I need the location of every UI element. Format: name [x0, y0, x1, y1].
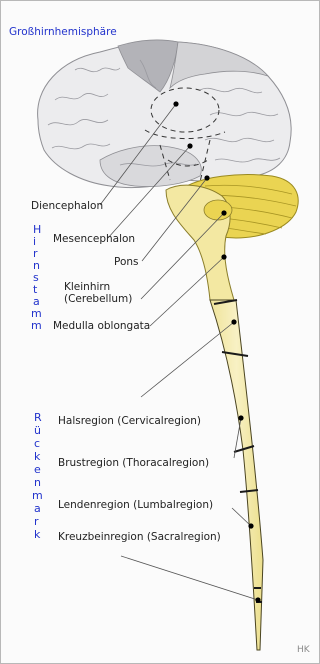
label-lendenregion: Lendenregion (Lumbalregion) [58, 499, 213, 511]
rueckenmark-letter: ü [34, 424, 41, 437]
label-brustregion: Brustregion (Thoracalregion) [58, 457, 209, 469]
rueckenmark-letter: e [34, 463, 41, 476]
label-pons: Pons [114, 256, 139, 268]
spinal-cord [210, 300, 263, 650]
rueckenmark-letter: k [34, 450, 41, 463]
rueckenmark-letter: c [34, 437, 40, 450]
title-label: Großhirnhemisphäre [9, 26, 117, 38]
rueckenmark-letter: m [32, 489, 43, 502]
cerebrum-hemisphere [38, 40, 292, 188]
label-medulla-oblongata: Medulla oblongata [53, 320, 150, 332]
hirnstamm-letter: m [31, 319, 42, 332]
rueckenmark-letter: k [34, 528, 41, 541]
rueckenmark-vertical-label: R ü c k e n m a r k [32, 411, 43, 541]
label-kleinhirn: Kleinhirn [64, 281, 110, 293]
label-kreuzbeinregion: Kreuzbeinregion (Sacralregion) [58, 531, 221, 543]
label-diencephalon: Diencephalon [31, 200, 103, 212]
label-cerebellum: (Cerebellum) [64, 293, 132, 305]
rueckenmark-letter: R [34, 411, 42, 424]
label-halsregion: Halsregion (Cervicalregion) [58, 415, 201, 427]
brainstem [166, 185, 234, 300]
rueckenmark-letter: a [34, 502, 41, 515]
author-signature: HK [297, 645, 311, 655]
label-mesencephalon: Mesencephalon [53, 233, 135, 245]
rueckenmark-letter: r [34, 515, 39, 528]
rueckenmark-letter: n [34, 476, 41, 489]
hirnstamm-vertical-label: H i r n s t a m m [31, 223, 42, 332]
